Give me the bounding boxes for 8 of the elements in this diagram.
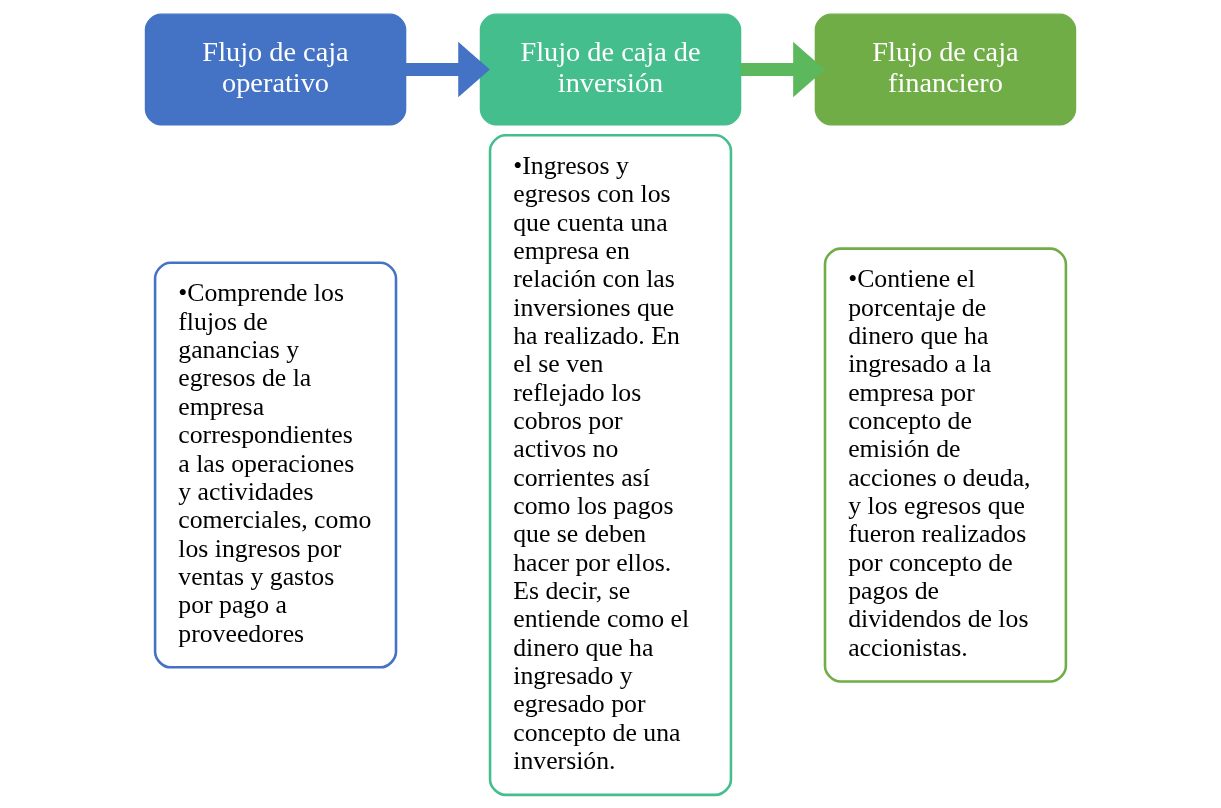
- node-box: Flujo de caja financiero: [814, 13, 1077, 126]
- node-box: •Ingresos y egresos con los que cuenta una empresa en relación con las inversiones que ha realizado. En el se ven reflejado los cobros por activos no corrientes así como los pagos que se deben hacer por ellos. Es decir, se entiende como el dinero que ha ingresado y egresado por concepto de una inversión.: [488, 133, 733, 796]
- node-box: •Comprende los flujos de ganancias y egresos de la empresa correspondientes a las operaciones y actividades comerciales, como los ingresos por ventas y gastos por pago a proveedores: [153, 261, 398, 669]
- node-box: Flujo de caja de inversión: [479, 13, 742, 126]
- arrow: [405, 41, 490, 97]
- node-box: •Contiene el porcentaje de dinero que ha ingresado a la empresa por concepto de emisión de acciones o deuda, y los egresos que fueron realizados por concepto de pagos de dividendos de los accionistas.: [823, 246, 1068, 683]
- node-box: Flujo de caja operativo: [144, 13, 407, 126]
- arrow: [740, 41, 825, 97]
